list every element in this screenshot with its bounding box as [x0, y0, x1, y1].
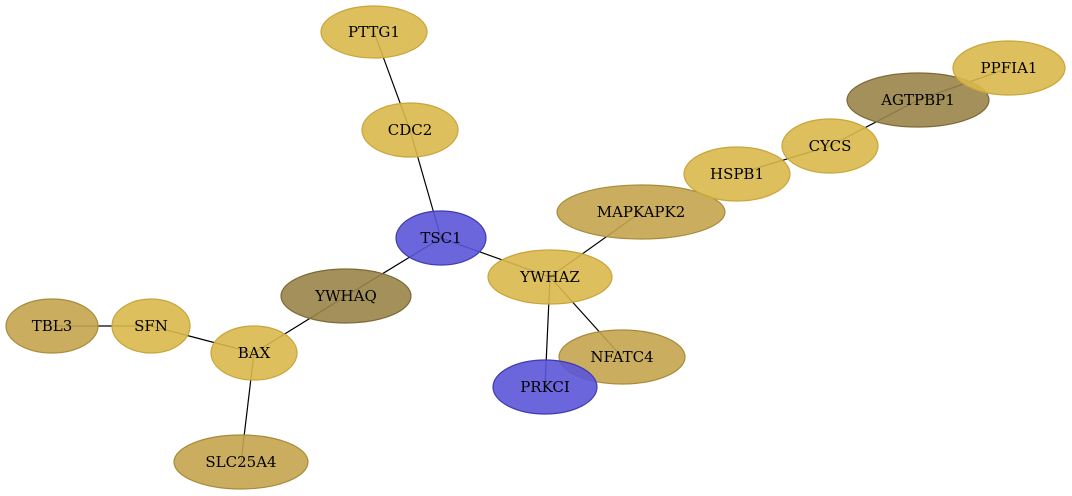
node-ellipse — [556, 184, 726, 240]
node-label: TSC1 — [420, 229, 461, 247]
node-label: CYCS — [809, 137, 852, 155]
node-ellipse — [320, 5, 428, 59]
node-label: BAX — [238, 344, 271, 362]
node-prkci[interactable]: PRKCI — [492, 359, 598, 415]
node-agtpbp1[interactable]: AGTPBP1 — [846, 72, 990, 128]
node-label: YWHAZ — [519, 268, 580, 286]
node-ellipse — [210, 325, 298, 381]
node-ywhaq[interactable]: YWHAQ — [280, 268, 412, 324]
node-tbl3[interactable]: TBL3 — [5, 298, 99, 354]
node-label: YWHAQ — [314, 287, 377, 305]
node-hspb1[interactable]: HSPB1 — [683, 146, 791, 202]
node-label: SLC25A4 — [205, 453, 276, 471]
node-ellipse — [683, 146, 791, 202]
node-bax[interactable]: BAX — [210, 325, 298, 381]
node-ellipse — [952, 40, 1066, 96]
node-ellipse — [781, 118, 879, 174]
node-mapkapk2[interactable]: MAPKAPK2 — [556, 184, 726, 240]
node-sfn[interactable]: SFN — [111, 298, 191, 354]
node-ellipse — [487, 249, 613, 305]
node-cdc2[interactable]: CDC2 — [361, 102, 459, 158]
node-ellipse — [280, 268, 412, 324]
node-label: PRKCI — [520, 378, 570, 396]
node-label: PTTG1 — [348, 23, 400, 41]
node-ellipse — [846, 72, 990, 128]
node-label: MAPKAPK2 — [597, 203, 686, 221]
node-pttg1[interactable]: PTTG1 — [320, 5, 428, 59]
node-ellipse — [173, 434, 309, 490]
node-ellipse — [5, 298, 99, 354]
node-nfatc4[interactable]: NFATC4 — [558, 329, 686, 385]
node-ywhaz[interactable]: YWHAZ — [487, 249, 613, 305]
node-label: TBL3 — [32, 317, 73, 335]
node-label: NFATC4 — [590, 348, 653, 366]
node-label: PPFIA1 — [981, 59, 1038, 77]
node-cycs[interactable]: CYCS — [781, 118, 879, 174]
node-ellipse — [492, 359, 598, 415]
node-label: SFN — [134, 317, 168, 335]
node-slc25a4[interactable]: SLC25A4 — [173, 434, 309, 490]
node-tsc1[interactable]: TSC1 — [395, 210, 487, 266]
node-ppfia1[interactable]: PPFIA1 — [952, 40, 1066, 96]
node-ellipse — [558, 329, 686, 385]
node-ellipse — [361, 102, 459, 158]
node-label: AGTPBP1 — [880, 91, 955, 109]
node-label: HSPB1 — [710, 165, 764, 183]
node-ellipse — [111, 298, 191, 354]
node-ellipse — [395, 210, 487, 266]
node-label: CDC2 — [388, 121, 433, 139]
